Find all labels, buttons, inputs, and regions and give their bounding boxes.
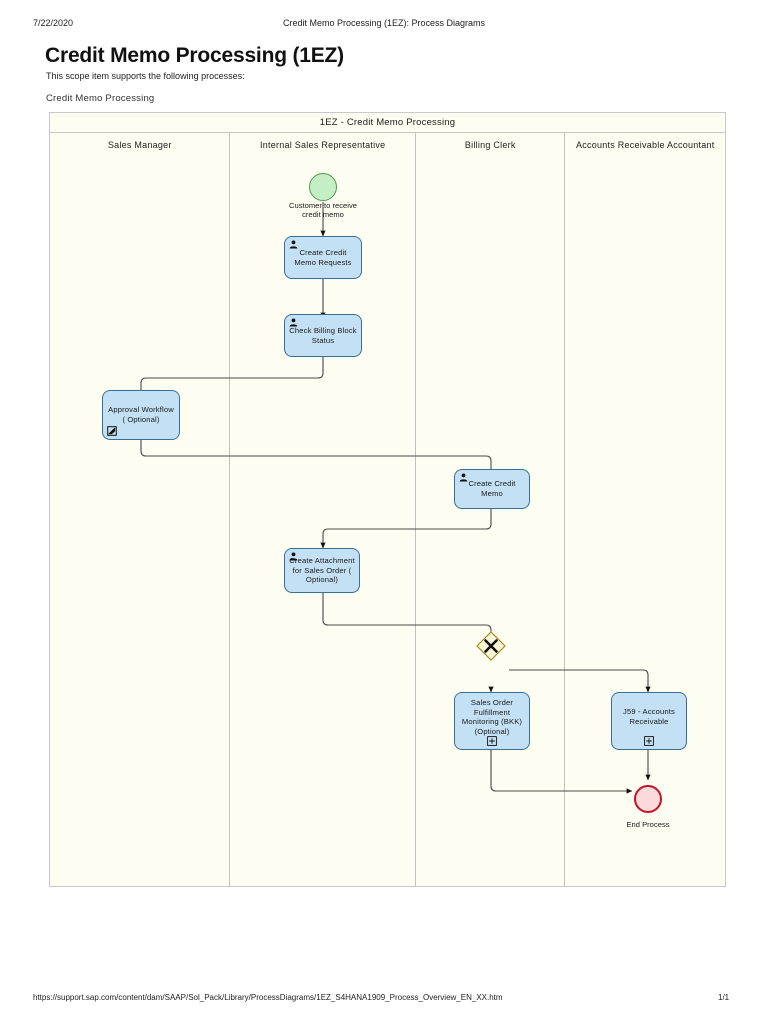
lane-label: Billing Clerk (464, 140, 516, 150)
collapsed-subprocess-icon (644, 736, 654, 746)
end-event-label: End Process (626, 820, 670, 829)
task-j59-accounts-receivable[interactable]: J59 - Accounts Receivable (611, 692, 687, 750)
task-label: J59 - Accounts Receivable (623, 707, 675, 726)
lane-label: Internal Sales Representative (260, 140, 386, 150)
process-name-label: Credit Memo Processing (46, 93, 155, 104)
exclusive-gateway-shape (476, 631, 506, 661)
task-label: Approval Workflow ( Optional) (108, 405, 174, 424)
user-task-icon (289, 318, 298, 327)
collapsed-subprocess-icon (487, 736, 497, 746)
task-create-credit-memo-requests[interactable]: Create Credit Memo Requests (284, 236, 362, 279)
exclusive-gateway[interactable] (476, 631, 506, 661)
intro-text: This scope item supports the following p… (46, 71, 245, 81)
task-label: Sales Order Fulfillment Monitoring (BKK)… (461, 698, 523, 736)
process-pool: 1EZ - Credit Memo Processing Sales Manag… (49, 112, 726, 887)
task-create-credit-memo[interactable]: Create Credit Memo (454, 469, 530, 509)
task-label: Create Credit Memo Requests (294, 247, 352, 267)
lane-billing-clerk: Billing Clerk (415, 133, 566, 886)
task-label: Create Credit Memo (468, 479, 516, 498)
user-task-icon (289, 552, 298, 561)
task-create-attachment-for-sales-order[interactable]: Create Attachment for Sales Order ( Opti… (284, 548, 360, 593)
lane-sales-manager: Sales Manager (50, 133, 231, 886)
lane-container: Sales Manager Internal Sales Representat… (50, 133, 726, 886)
lane-accounts-receivable-accountant: Accounts Receivable Accountant (565, 133, 726, 886)
pool-title: 1EZ - Credit Memo Processing (50, 113, 725, 133)
print-header: 7/22/2020 Credit Memo Processing (1EZ): … (0, 18, 768, 32)
footer-url[interactable]: https://support.sap.com/content/dam/SAAP… (33, 993, 503, 1002)
task-label: Create Attachment for Sales Order ( Opti… (289, 556, 355, 585)
print-header-title: Credit Memo Processing (1EZ): Process Di… (282, 18, 486, 28)
lane-label: Sales Manager (107, 140, 172, 150)
task-approval-workflow[interactable]: Approval Workflow ( Optional) (102, 390, 180, 440)
user-task-icon (289, 240, 298, 249)
start-event-label: Customer to receive credit memo (289, 201, 357, 219)
user-task-icon (459, 473, 468, 482)
print-date: 7/22/2020 (33, 18, 74, 28)
end-event[interactable] (634, 785, 662, 813)
task-check-billing-block-status[interactable]: Check Billing Block Status (284, 314, 362, 357)
task-label: Check Billing Block Status (289, 325, 357, 345)
lane-label: Accounts Receivable Accountant (575, 140, 715, 150)
page-title: Credit Memo Processing (1EZ) (45, 44, 344, 67)
start-event[interactable] (309, 173, 337, 201)
footer-page-number: 1/1 (718, 993, 730, 1002)
task-sales-order-fulfillment-monitoring[interactable]: Sales Order Fulfillment Monitoring (BKK)… (454, 692, 530, 750)
manual-task-icon (107, 426, 117, 436)
